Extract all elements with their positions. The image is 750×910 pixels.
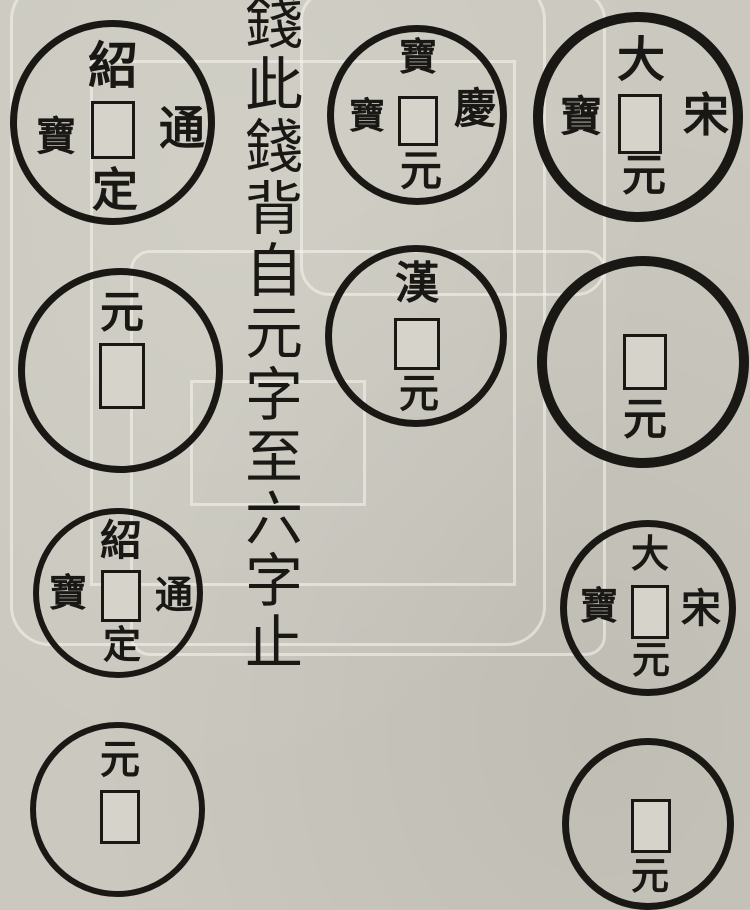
coin-char-right: 通 [154,572,193,617]
coin-char-bottom: 元 [623,394,667,445]
square-hole [631,799,671,853]
square-hole [618,94,662,154]
coin-char-left: 寶 [559,92,602,141]
coin-char-right: 慶 [453,84,496,133]
coin-char-bottom: 定 [92,163,138,217]
square-hole [99,343,145,409]
vertical-inscription: 錢此錢背自元字至六字止 [235,0,303,674]
coin-char-bottom: 元 [631,637,670,682]
coin-char-top: 大 [630,531,669,576]
coin-back-3: 元 [30,722,205,897]
coin-songyuan-1: 大 宋 元 寶 [533,12,743,222]
coin-songyuan-2: 大 宋 元 寶 [560,520,736,696]
square-hole [91,101,135,159]
coin-char-top: 大 [616,32,665,88]
coin-char-top: 元 [100,736,140,783]
square-hole [631,585,669,639]
coin-char-top: 紹 [99,516,142,565]
coin-hanyuan: 漢 元 [325,245,507,427]
square-hole [101,570,141,622]
coin-back-4: 元 [562,738,734,910]
coin-char-left: 寶 [579,583,618,628]
coin-char-left: 寶 [48,570,87,615]
coin-char-bottom: 元 [399,146,442,195]
coin-char-top: 漢 [395,258,439,309]
coin-char-top: 元 [100,287,144,338]
coin-qingyuan: 寶 慶 元 寶 [327,25,507,205]
coin-char-top: 寶 [398,34,437,79]
coin-shaoding-1: 紹 通 定 寶 [10,20,215,225]
square-hole [394,318,440,370]
coin-char-right: 宋 [683,88,729,142]
coin-char-bottom: 元 [399,370,439,417]
coin-shaoding-2: 紹 通 定 寶 [33,508,203,678]
coin-char-top: 紹 [88,36,138,95]
coin-char-left: 寶 [348,95,385,137]
square-hole [100,790,140,844]
coin-char-bottom: 元 [622,150,666,201]
coin-char-bottom: 元 [630,853,669,898]
coin-back-2: 元 [537,256,749,468]
coin-char-right: 通 [159,101,205,155]
coin-back-1: 元 [18,268,223,473]
coin-char-right: 宋 [681,585,721,632]
square-hole [398,96,438,146]
square-hole [623,334,667,390]
coin-char-left: 寶 [36,113,76,160]
coin-char-bottom: 定 [102,622,141,667]
